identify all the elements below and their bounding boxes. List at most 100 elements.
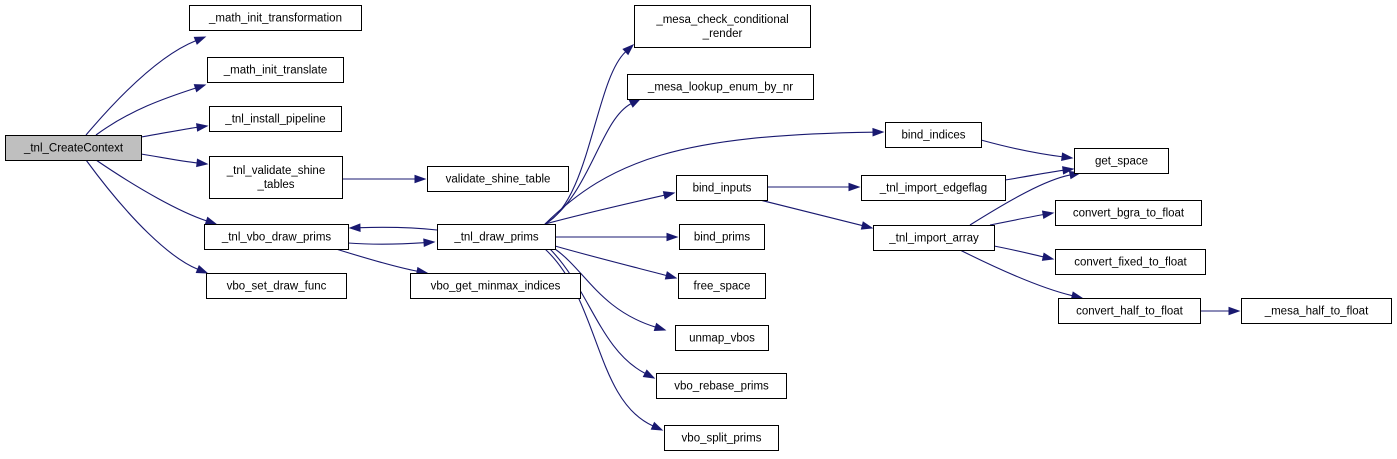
node-box [1241, 298, 1392, 324]
node-box [207, 57, 344, 83]
node-label: vbo_get_minmax_indices [431, 281, 561, 293]
node-tnl-import-array[interactable]: _tnl_import_array [873, 225, 995, 251]
node-label: _tnl_draw_prims [453, 232, 539, 244]
node-unmap-vbos[interactable]: unmap_vbos [675, 325, 769, 351]
node-box [1074, 148, 1169, 174]
edge-line [544, 194, 665, 225]
arrowhead [1062, 166, 1075, 175]
edge-bind-inputs-to-tnl-import-array [759, 199, 874, 230]
edge-tnl-create-context-to-tnl-validate-shine-tables [140, 153, 209, 168]
node-tnl-import-edgeflag[interactable]: _tnl_import_edgeflag [861, 175, 1006, 201]
arrowhead [872, 127, 885, 137]
node-validate-shine-table[interactable]: validate_shine_table [427, 166, 569, 192]
node-box [437, 224, 556, 250]
node-label: _math_init_translate [223, 65, 328, 77]
node-bind-indices[interactable]: bind_indices [885, 122, 982, 148]
node-label: unmap_vbos [689, 333, 755, 345]
node-box [676, 175, 768, 201]
node-box [861, 175, 1006, 201]
node-box [675, 325, 769, 351]
node-convert-bgra-to-float[interactable]: convert_bgra_to_float [1055, 200, 1202, 226]
edge-line [554, 245, 667, 277]
edge-line [959, 249, 1073, 297]
edge-line [140, 153, 198, 164]
node-box [209, 106, 342, 132]
node-free-space[interactable]: free_space [678, 273, 766, 299]
node-convert-fixed-to-float[interactable]: convert_fixed_to_float [1055, 249, 1206, 275]
node-label: _mesa_half_to_float [1264, 306, 1369, 318]
edge-tnl-import-array-to-convert-half-to-float [959, 249, 1084, 300]
node-vbo-set-draw-func[interactable]: vbo_set_draw_func [206, 273, 347, 299]
nodes-layer: _tnl_CreateContext _math_init_transformat… [5, 5, 1392, 451]
node-label: bind_inputs [693, 183, 752, 195]
node-label: _tnl_install_pipeline [224, 114, 325, 126]
edge-convert-half-to-float-to-mesa-half-to-float [1200, 306, 1241, 316]
node-box [873, 225, 995, 251]
node-label: _mesa_check_conditional [655, 14, 788, 26]
node-mesa-lookup-enum-by-nr[interactable]: _mesa_lookup_enum_by_nr [627, 74, 814, 100]
node-box [664, 425, 779, 451]
node-label: _tnl_validate_shine [226, 165, 325, 177]
arrowhead [193, 84, 207, 93]
edge-tnl-vbo-draw-prims-to-vbo-get-minmax-indices [335, 248, 429, 276]
node-vbo-rebase-prims[interactable]: vbo_rebase_prims [656, 373, 787, 399]
arrowhead [664, 271, 678, 280]
node-label: bind_prims [694, 232, 750, 244]
arrowhead [653, 322, 667, 332]
node-mesa-half-to-float[interactable]: _mesa_half_to_float [1241, 298, 1392, 324]
node-box [204, 224, 349, 250]
node-mesa-check-conditional-render[interactable]: _mesa_check_conditional_render [634, 5, 811, 48]
arrowhead [196, 158, 209, 168]
node-get-space[interactable]: get_space [1074, 148, 1169, 174]
edge-line [1004, 169, 1064, 181]
edge-tnl-draw-prims-to-mesa-lookup-enum-by-nr [544, 98, 642, 225]
node-label: convert_fixed_to_float [1074, 257, 1187, 269]
edge-line [544, 51, 627, 225]
edge-tnl-import-array-to-convert-bgra-to-float [989, 210, 1055, 226]
node-box [1055, 200, 1202, 226]
node-box [656, 373, 787, 399]
node-tnl-vbo-draw-prims[interactable]: _tnl_vbo_draw_prims [204, 224, 349, 250]
arrowhead [348, 223, 361, 232]
edge-tnl-draw-prims-to-vbo-split-prims [544, 248, 664, 431]
node-convert-half-to-float[interactable]: convert_half_to_float [1058, 298, 1201, 324]
edge-tnl-validate-shine-tables-to-validate-shine-table [342, 174, 427, 184]
arrowhead [1041, 210, 1055, 219]
node-tnl-install-pipeline[interactable]: _tnl_install_pipeline [209, 106, 342, 132]
node-label: vbo_set_draw_func [227, 281, 327, 293]
edge-tnl-draw-prims-to-vbo-rebase-prims [549, 248, 656, 379]
node-box [1058, 298, 1201, 324]
node-bind-inputs[interactable]: bind_inputs [676, 175, 768, 201]
node-vbo-split-prims[interactable]: vbo_split_prims [664, 425, 779, 451]
node-box [885, 122, 982, 148]
node-label: _mesa_lookup_enum_by_nr [647, 82, 793, 94]
edge-line [140, 126, 198, 138]
node-label: vbo_rebase_prims [674, 381, 769, 393]
node-tnl-draw-prims[interactable]: _tnl_draw_prims [437, 224, 556, 250]
arrowhead [1061, 152, 1074, 161]
arrowhead [195, 265, 209, 274]
edge-line [95, 87, 196, 136]
node-box [5, 135, 142, 161]
node-vbo-get-minmax-indices[interactable]: vbo_get_minmax_indices [410, 273, 581, 299]
arrowhead [414, 174, 427, 184]
arrowhead [423, 238, 436, 248]
edge-bind-indices-to-get-space [980, 139, 1074, 161]
node-tnl-create-context[interactable]: _tnl_CreateContext [5, 135, 142, 161]
node-tnl-validate-shine-tables[interactable]: _tnl_validate_shine_tables [209, 156, 343, 199]
arrowhead [1228, 306, 1241, 316]
edge-line [969, 174, 1071, 226]
node-bind-prims[interactable]: bind_prims [679, 224, 765, 250]
edge-tnl-import-edgeflag-to-get-space [1004, 166, 1075, 181]
node-math-init-translate[interactable]: _math_init_translate [207, 57, 344, 83]
arrowhead [662, 191, 676, 200]
edge-tnl-create-context-to-tnl-vbo-draw-prims [95, 159, 218, 225]
node-box [206, 273, 347, 299]
arrowhead [666, 232, 679, 242]
edge-tnl-create-context-to-vbo-set-draw-func [85, 159, 209, 274]
node-math-init-transformation[interactable]: _math_init_transformation [189, 5, 362, 31]
edge-tnl-draw-prims-to-bind-indices [544, 127, 885, 225]
node-label: _tnl_vbo_draw_prims [221, 232, 332, 244]
edge-tnl-draw-prims-to-bind-inputs [544, 191, 676, 225]
edge-tnl-draw-prims-to-tnl-vbo-draw-prims [348, 223, 438, 232]
